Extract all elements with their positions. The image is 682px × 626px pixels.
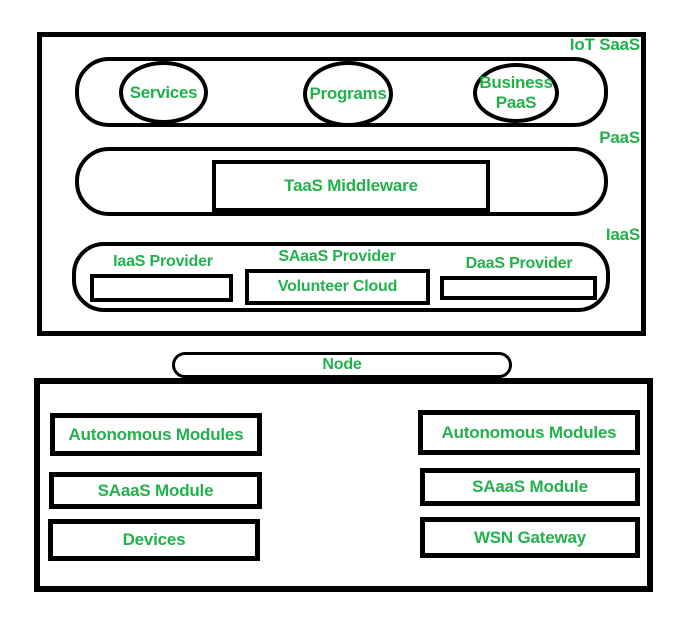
module-box-saaas-left: SAaaS Module	[49, 472, 262, 509]
module-label: SAaaS Module	[97, 480, 214, 500]
module-label: Autonomous Modules	[441, 422, 617, 442]
iaas-provider-box	[90, 274, 233, 302]
node-pill: Node	[172, 352, 512, 378]
module-box-wsn-gateway: WSN Gateway	[420, 517, 640, 558]
module-box-autonomous-right: Autonomous Modules	[418, 410, 640, 455]
services-ellipse: Services	[119, 61, 208, 124]
label-iot-saas: IoT SaaS	[569, 35, 640, 54]
module-box-devices: Devices	[48, 519, 260, 561]
services-label: Services	[129, 82, 198, 102]
taas-middleware-box: TaaS Middleware	[212, 160, 490, 212]
module-label: Autonomous Modules	[68, 424, 244, 444]
node-label: Node	[322, 356, 362, 373]
iaas-provider-title: IaaS Provider	[113, 253, 213, 270]
programs-ellipse: Programs	[303, 61, 393, 127]
taas-middleware-label: TaaS Middleware	[284, 176, 418, 195]
daas-provider-box	[440, 276, 597, 300]
label-paas: PaaS	[599, 128, 640, 147]
volunteer-cloud-box: Volunteer Cloud	[245, 269, 430, 305]
module-label: Devices	[122, 530, 186, 549]
module-label: WSN Gateway	[473, 527, 587, 547]
programs-label: Programs	[309, 84, 387, 103]
label-iaas: IaaS	[605, 225, 640, 244]
saaas-provider-title: SAaaS Provider	[278, 248, 396, 265]
daas-provider-title: DaaS Provider	[465, 255, 573, 272]
module-box-autonomous-left: Autonomous Modules	[50, 413, 262, 456]
business-paas-label: Business PaaS	[479, 73, 553, 112]
module-label: SAaaS Module	[472, 477, 588, 496]
module-box-saaas-right: SAaaS Module	[420, 468, 640, 506]
business-paas-ellipse: Business PaaS	[473, 63, 559, 123]
volunteer-cloud-label: Volunteer Cloud	[277, 278, 398, 295]
